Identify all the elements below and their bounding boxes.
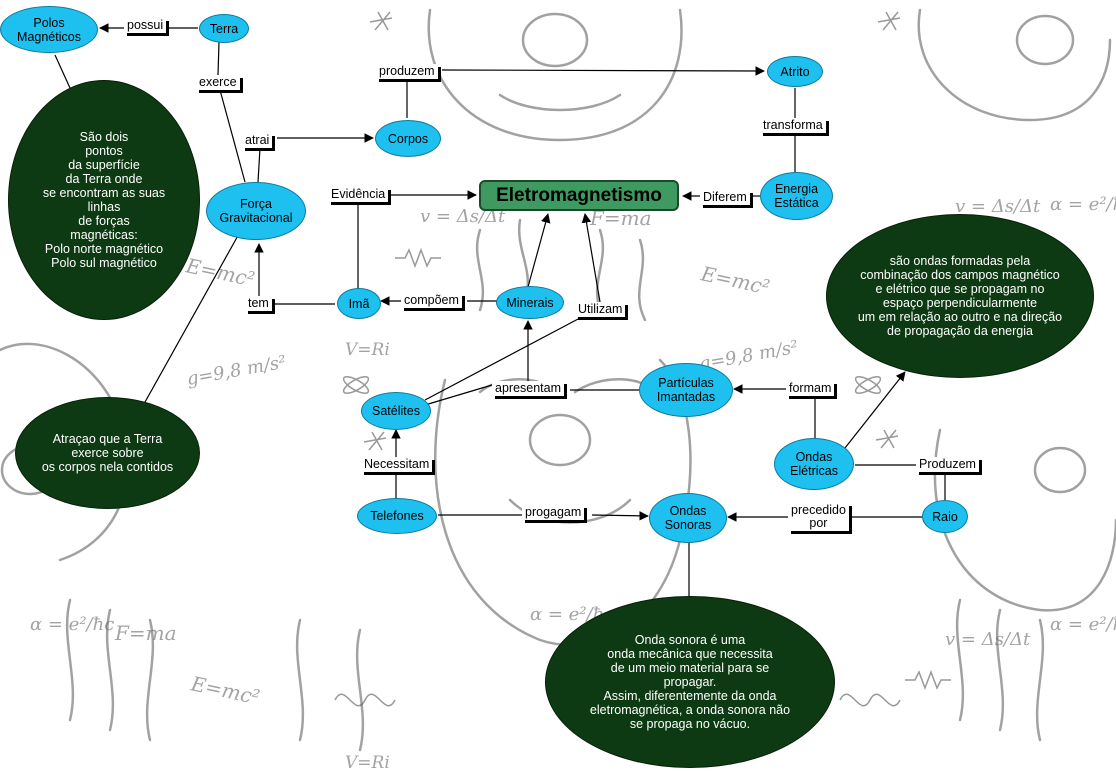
formula-alpha: α = e²/ħc [1050, 194, 1116, 215]
label-formam: formam [786, 381, 835, 396]
label-produzem-top: produzem [376, 64, 438, 79]
node-minerais[interactable]: Minerais [496, 286, 564, 319]
formula-v: v = Δs/Δt [945, 629, 1031, 650]
atom-icon [854, 376, 882, 394]
node-polos-magneticos[interactable]: Polos Magnéticos [0, 6, 98, 53]
label-tem: tem [245, 296, 272, 311]
atom-icon [342, 376, 370, 394]
node-telefones[interactable]: Telefones [357, 498, 437, 534]
label-diferem: Diferem [700, 190, 750, 205]
label-atrai: atrai [242, 133, 273, 148]
resistor-icon [395, 247, 441, 269]
face-mouth [508, 498, 632, 524]
link-exerce-forca [219, 89, 246, 183]
node-energia-estatica[interactable]: Energia Estática [760, 172, 833, 220]
node-satelites[interactable]: Satélites [361, 392, 431, 430]
node-ondas-sonoras[interactable]: Ondas Sonoras [649, 493, 727, 543]
node-raio[interactable]: Raio [922, 500, 968, 533]
node-particulas-imantadas[interactable]: Partículas Imantadas [639, 363, 733, 417]
atom-icon [342, 376, 370, 394]
note-ondas-eletricas: são ondas formadas pela combinação dos c… [826, 214, 1094, 378]
star-icon [877, 11, 901, 31]
link-terra-exerce [217, 41, 220, 76]
formula-alpha: α = e²/ħc [1050, 614, 1116, 635]
formula-vri: V=Ri [345, 753, 390, 771]
node-atrito[interactable]: Atrito [767, 56, 823, 87]
label-possui: possui [124, 18, 167, 33]
label-evidencia: Evidência [328, 187, 389, 202]
label-produzem: Produzem [916, 457, 979, 472]
star-icon [369, 11, 393, 31]
arrow-produzem-atrito [441, 66, 765, 76]
atom-icon [854, 376, 882, 394]
label-compoem: compõem [401, 293, 462, 308]
formula-vri: V=Ri [345, 340, 390, 360]
note-onda-sonora: Onda sonora é uma onda mecânica que nece… [545, 596, 835, 768]
arrow-minerais-title [527, 213, 551, 288]
formula-v: v = Δs/Δt [955, 196, 1041, 217]
label-apresentam: apresentam [492, 381, 565, 396]
wave-icon [334, 693, 396, 707]
label-precedido-por: precedido por [788, 503, 849, 531]
label-necessitam: Necessitam [361, 457, 433, 472]
formula-fma: F=ma [114, 621, 177, 645]
arrow-ondas-note [844, 371, 906, 449]
arrow-utilizam-title [581, 213, 601, 303]
node-forca-gravitacional[interactable]: Força Gravitacional [206, 182, 306, 240]
link-polos-note [54, 54, 71, 89]
note-atracao: Atraçao que a Terra exerce sobre os corp… [15, 397, 200, 509]
star-icon [875, 429, 899, 449]
node-ima[interactable]: Imã [337, 288, 381, 319]
formula-alpha: α = e²/ħc [30, 614, 114, 635]
label-transforma: transforma [760, 118, 826, 133]
concept-map-title: Eletromagnetismo [479, 180, 679, 211]
wave-icon [839, 693, 901, 707]
link-forca-atrai [257, 147, 261, 183]
link-satelites-utilizam [424, 317, 581, 401]
arrow-progagam-sonoras [591, 511, 649, 521]
formula-v: v = Δs/Δt [420, 206, 506, 227]
node-terra[interactable]: Terra [199, 14, 249, 43]
note-polos: São dois pontos da superfície da Terra o… [8, 80, 200, 320]
link-forca-atracao [134, 231, 241, 421]
node-corpos[interactable]: Corpos [375, 120, 441, 157]
face-nose [528, 413, 592, 467]
label-progagam: progagam [522, 505, 585, 520]
resistor-icon [905, 669, 951, 691]
star-icon [363, 431, 387, 451]
label-utilizam: Utilizam [575, 302, 626, 317]
label-exerce: exerce [196, 75, 240, 90]
node-ondas-eletricas[interactable]: Ondas Elétricas [774, 438, 854, 490]
link-satelites-apresentam [424, 384, 493, 406]
